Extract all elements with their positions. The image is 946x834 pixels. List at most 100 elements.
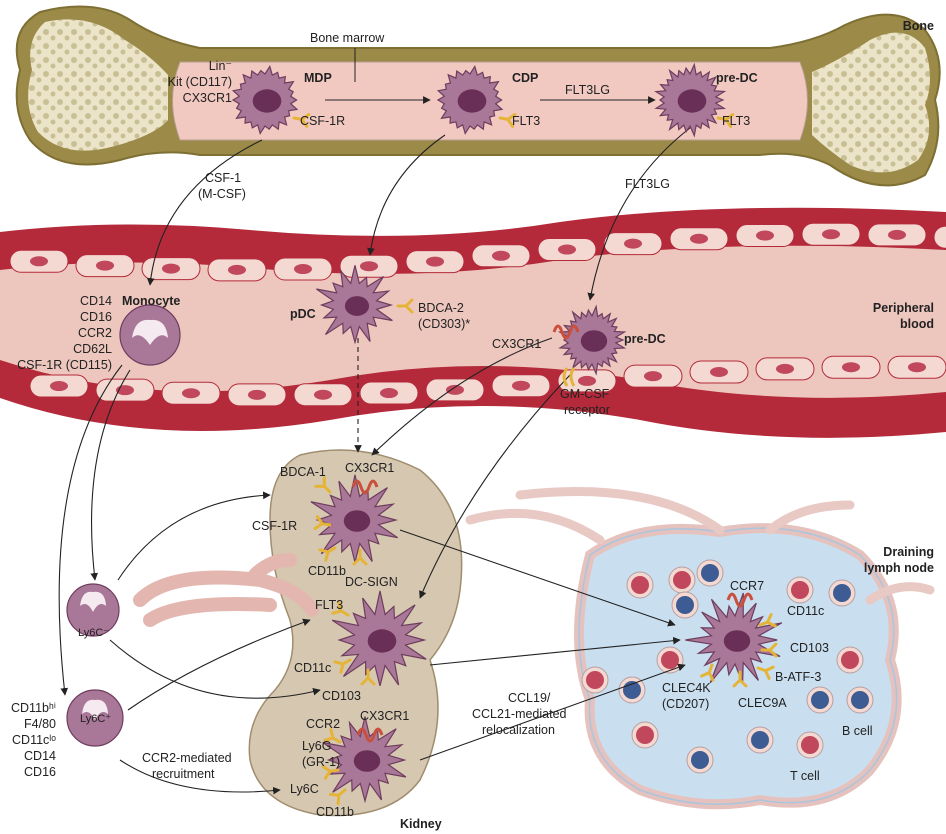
gr1-label: (GR-1) [302, 755, 340, 769]
csf1-label: CSF-1 [205, 171, 241, 185]
ccr2-mediated-label: CCR2-mediated [142, 751, 232, 765]
kidney-dc-1 [310, 474, 399, 563]
flt3lg-blood-label: FLT3LG [625, 177, 670, 191]
cx3cr1-k1-label: CX3CR1 [345, 461, 394, 475]
y-receptor-icon [760, 642, 778, 658]
peripheral-label: Peripheral [873, 301, 934, 315]
arrow-ly6cneg-cd103 [109, 639, 321, 699]
draining-label: Draining [883, 545, 934, 559]
gmcsf-receptor [562, 367, 576, 387]
endothelial-cell [75, 254, 135, 278]
y-receptor-icon [700, 663, 715, 682]
ly6cpos-marker-f480: F4/80 [24, 717, 56, 731]
endothelial-cell [603, 232, 663, 256]
y-receptor-icon [396, 298, 414, 314]
bone-label: Bone [903, 19, 934, 33]
t-cell [668, 566, 696, 594]
kidney-dc-3 [322, 716, 407, 804]
y-receptor-icon [331, 601, 350, 617]
ly6cpos-marker-cd11b: CD11bʰⁱ [11, 701, 56, 715]
bone-epiphysis-right [812, 32, 930, 173]
cd11b-k1-label: CD11b [308, 564, 346, 578]
tcell-label: T cell [790, 769, 820, 783]
y-receptor-icon [318, 546, 337, 562]
endothelial-cell [801, 222, 861, 246]
ly6c-pos-cell [66, 689, 124, 747]
monocyte-marker-cd14: CD14 [80, 294, 112, 308]
arrow-k2-ln [429, 636, 681, 666]
endothelial-cell [669, 227, 729, 251]
cdp-label: CDP [512, 71, 538, 85]
ly6c-neg-cell [66, 583, 120, 637]
cx3cr1-blood-label: CX3CR1 [492, 337, 541, 351]
monocyte-cell [119, 304, 181, 366]
endothelial-cell [735, 224, 795, 248]
b-cell [696, 559, 724, 587]
y-receptor-icon [321, 765, 340, 780]
arrow-predc-blood [587, 127, 691, 301]
b-cell [746, 726, 774, 754]
cx3cr1-receptor-k1 [351, 479, 379, 495]
t-cell [786, 576, 814, 604]
arrow-ly6cpos-kidney [127, 618, 311, 711]
renal-vessel [133, 553, 319, 627]
endothelial-cell [405, 250, 465, 274]
arrow-monocyte-ly6cpos [58, 364, 123, 696]
bdca2-label: BDCA-2 [418, 301, 464, 315]
arrow-k1-ln [399, 529, 676, 627]
b-cell [686, 746, 714, 774]
recruitment-label: recruitment [152, 767, 215, 781]
endothelial-cell [273, 257, 333, 281]
endothelial-cell [359, 381, 419, 405]
b-cell [828, 579, 856, 607]
lymphatic-vessel [465, 487, 935, 605]
monocyte-marker-ccr2: CCR2 [78, 326, 112, 340]
mdp-label: MDP [304, 71, 332, 85]
arrows [58, 96, 691, 795]
ccl21-label: CCL21-mediated [472, 707, 567, 721]
cd11c-k-label: CD11c [294, 661, 331, 675]
endothelial-cell [425, 378, 485, 402]
cd11c-ln-label: CD11c [787, 604, 824, 618]
y-receptor-icon [333, 658, 352, 674]
lymphocytes [581, 559, 874, 774]
cdp-cell [436, 64, 504, 135]
lymph-node-dc [685, 592, 783, 684]
endothelial-cell [29, 374, 89, 398]
mcsf-label: (M-CSF) [198, 187, 246, 201]
endothelial-cell [207, 258, 267, 282]
monocyte-marker-cd16: CD16 [80, 310, 112, 324]
monocyte-label: Monocyte [122, 294, 180, 308]
endothelial-cell [293, 383, 353, 407]
kidney-dc-2 [331, 590, 427, 687]
predc-marrow-cell [654, 62, 727, 138]
lymph-node-outline [578, 527, 898, 805]
t-cell [656, 646, 684, 674]
y-receptor-icon [313, 515, 332, 530]
y-receptor-icon [756, 665, 775, 680]
arrow-k3-ln [419, 663, 686, 761]
ly6g-label: Ly6G [302, 739, 331, 753]
ccr7-receptor [726, 592, 754, 608]
arrow-cdp-pdc [367, 134, 446, 256]
predc-marrow-label: pre-DC [716, 71, 758, 85]
t-cell [796, 731, 824, 759]
cd303-label: (CD303)* [418, 317, 470, 331]
bcell-label: B cell [842, 724, 873, 738]
bone-marrow-label: Bone marrow [310, 31, 385, 45]
cd103-k-label: CD103 [322, 689, 361, 703]
endothelial-cell [689, 360, 749, 384]
cx3cr1-k3-label: CX3CR1 [360, 709, 409, 723]
ly6cpos-marker-cd14: CD14 [24, 749, 56, 763]
endothelial-cell [867, 223, 927, 247]
ly6c-neg-label: Ly6C⁻ [78, 627, 109, 639]
cd103-ln-label: CD103 [790, 641, 829, 655]
endothelial-cell [471, 244, 531, 268]
endothelial-cell [339, 254, 399, 278]
pdc-cell [316, 265, 394, 345]
ccr7-label: CCR7 [730, 579, 764, 593]
endothelial-cell [821, 355, 881, 379]
endothelial-cell [887, 355, 946, 379]
